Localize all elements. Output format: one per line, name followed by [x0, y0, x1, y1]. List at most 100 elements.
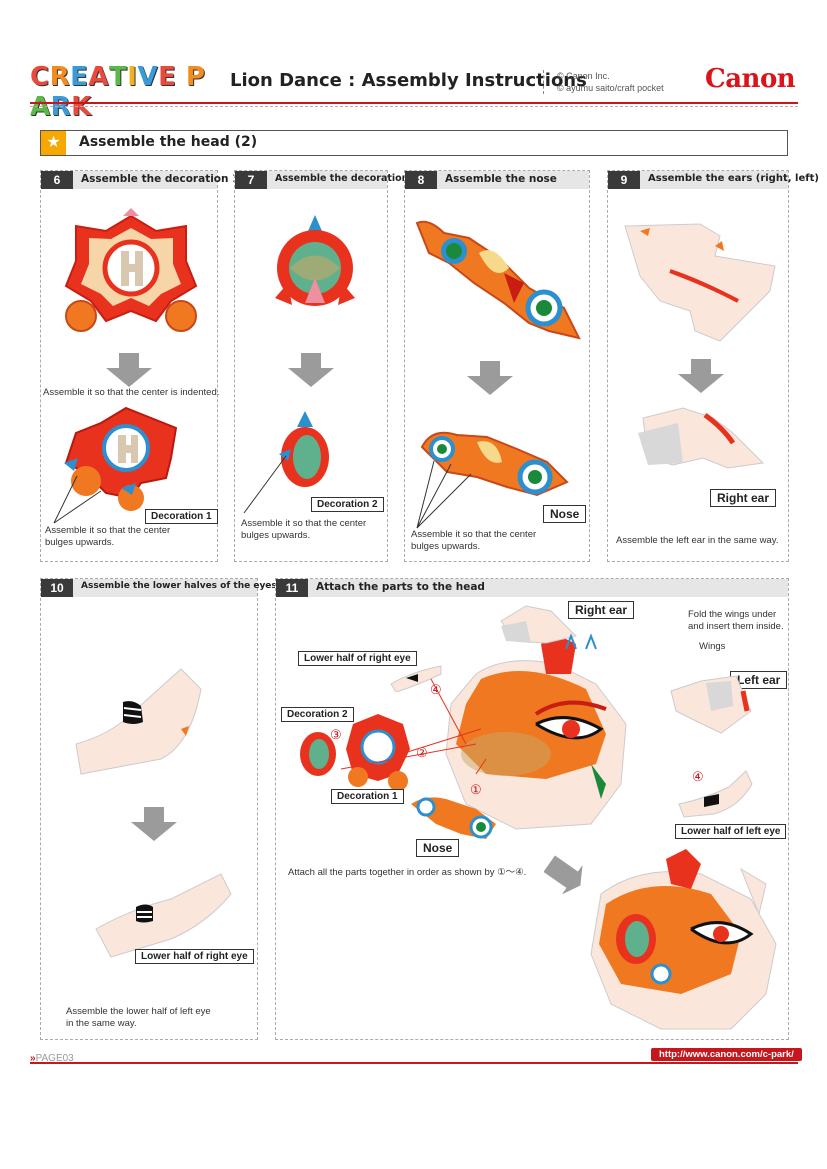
- note-line: Assemble it so that the center: [411, 529, 537, 540]
- logo-letter: A: [88, 62, 110, 92]
- star-icon: ★: [41, 131, 66, 155]
- down-arrow-icon: [678, 359, 724, 393]
- logo-letter: R: [49, 62, 71, 92]
- page-label: PAGE03: [35, 1053, 74, 1064]
- step-7-panel: 7 Assemble the decoration 2 Decoration 2…: [234, 170, 418, 562]
- logo-letter: T: [109, 62, 128, 92]
- footer-url-link[interactable]: http://www.canon.com/c-park/: [651, 1048, 802, 1061]
- header-divider: [30, 102, 798, 104]
- step-11-panel: 11 Attach the parts to the head Right ea…: [275, 578, 789, 1040]
- step-8-panel: 8 Assemble the nose Nose Assemble it so …: [404, 170, 590, 562]
- step-9-note-bottom: Assemble the left ear in the same way.: [616, 535, 779, 546]
- note-line: Assemble it so that the center: [241, 518, 367, 529]
- credit-line-1: © Canon Inc.: [557, 71, 610, 81]
- nose-flat-illustration: [415, 220, 581, 340]
- step-number: 8: [405, 171, 437, 189]
- logo-letter: P: [185, 62, 206, 92]
- canon-logo: Canon: [705, 64, 796, 94]
- note-line: in the same way.: [66, 1018, 137, 1029]
- order-1-label: ①: [470, 782, 482, 797]
- page-title: Lion Dance : Assembly Instructions: [230, 70, 587, 91]
- credit-line-2: © ayumu saito/craft pocket: [557, 83, 664, 93]
- logo-letter: V: [137, 62, 159, 92]
- step-9-panel: 9 Assemble the ears (right, left) Right …: [607, 170, 819, 562]
- step-number: 7: [235, 171, 267, 189]
- lower-right-eye-tag: Lower half of right eye: [298, 651, 417, 666]
- decoration-1-assembled-illustration: [64, 406, 178, 511]
- decoration-1-flat-illustration: [64, 208, 198, 332]
- step-8-header: 8 Assemble the nose: [405, 171, 589, 189]
- note-line: bulges upwards.: [241, 530, 311, 541]
- blue-arrows-icon: [565, 633, 597, 650]
- logo-letter: [176, 62, 186, 92]
- logo-letter: K: [71, 92, 92, 122]
- step-8-note-bottom: Assemble it so that the center bulges up…: [411, 529, 536, 553]
- note-line: Fold the wings under: [688, 609, 777, 620]
- step-number: 10: [41, 579, 73, 597]
- leader-lines: [53, 475, 102, 524]
- decoration-2-tag: Decoration 2: [281, 707, 354, 722]
- down-arrow-icon: [467, 361, 513, 395]
- lion-head-illustration: [445, 634, 627, 830]
- step-9-header: 9 Assemble the ears (right, left): [608, 171, 819, 189]
- ear-flat-illustration: [624, 223, 776, 342]
- note-line: and insert them inside.: [688, 621, 784, 632]
- nose-assembled-illustration: [420, 431, 569, 497]
- diagonal-arrow-icon: [544, 855, 583, 894]
- lower-left-eye-illustration: [678, 770, 753, 818]
- logo-letter: I: [127, 62, 138, 92]
- step-6-note-top: Assemble it so that the center is indent…: [43, 387, 220, 398]
- note-line: Assemble the lower half of left eye: [66, 1006, 211, 1017]
- leader-line: [243, 455, 287, 514]
- step-10-header: 10 Assemble the lower halves of the eyes…: [41, 579, 337, 597]
- logo-letter: E: [158, 62, 177, 92]
- right-ear-tag: Right ear: [568, 601, 635, 619]
- down-arrow-icon: [131, 807, 177, 841]
- step-number: 6: [41, 171, 73, 189]
- page-number: »PAGE03: [30, 1053, 74, 1064]
- order-4-label-right: ④: [692, 769, 704, 784]
- decoration-2-assembled-illustration: [279, 411, 329, 487]
- nose-tag: Nose: [416, 839, 460, 857]
- right-ear-illustration: [500, 605, 577, 644]
- decoration-1-tag: Decoration 1: [145, 509, 218, 524]
- red-leader-lines: [340, 678, 487, 775]
- section-title: Assemble the head (2): [79, 134, 258, 150]
- step-title: Assemble the decoration 2: [275, 173, 419, 184]
- nose-tag: Nose: [543, 505, 587, 523]
- step-title: Assemble the lower halves of the eyes (r…: [81, 581, 337, 591]
- note-line: bulges upwards.: [45, 537, 115, 548]
- step-title: Assemble the nose: [445, 173, 557, 185]
- footer-divider: [30, 1062, 798, 1064]
- page-prefix: »: [30, 1053, 36, 1064]
- step-title: Assemble the decoration 1: [81, 173, 240, 185]
- note-line: bulges upwards.: [411, 541, 481, 552]
- decorations-illustration: [300, 714, 410, 791]
- lower-eye-flat-illustration: [75, 668, 202, 775]
- lower-eye-assembled-illustration: [95, 873, 232, 958]
- right-ear-tag: Right ear: [710, 489, 777, 507]
- creative-park-logo: CREATIVE PARK: [30, 62, 210, 122]
- leader-lines: [416, 460, 472, 529]
- step-11-header: 11 Attach the parts to the head: [276, 579, 788, 597]
- step-10-panel: 10 Assemble the lower halves of the eyes…: [40, 578, 337, 1040]
- lower-right-eye-tag: Lower half of right eye: [135, 949, 254, 964]
- logo-letter: E: [70, 62, 89, 92]
- step-number: 11: [276, 579, 308, 597]
- left-ear-tag: Left ear: [730, 671, 788, 689]
- credit: © Canon Inc. © ayumu saito/craft pocket: [543, 70, 664, 94]
- lower-left-eye-tag: Lower half of left eye: [675, 824, 787, 839]
- wings-note: Fold the wings under and insert them ins…: [688, 609, 784, 633]
- ear-assembled-illustration: [638, 407, 765, 469]
- section-header: ★ Assemble the head (2): [40, 130, 788, 156]
- assembled-lion-head-illustration: [590, 849, 777, 1030]
- down-arrow-icon: [106, 353, 152, 387]
- step-number: 9: [608, 171, 640, 189]
- logo-letter: R: [50, 92, 72, 122]
- note-line: Assemble it so that the center: [45, 525, 171, 536]
- header-divider-dashed: [30, 106, 798, 107]
- step-6-note-bottom: Assemble it so that the center bulges up…: [45, 525, 170, 549]
- step-6-header: 6 Assemble the decoration 1: [41, 171, 239, 189]
- step-title: Assemble the ears (right, left): [648, 173, 819, 184]
- step-7-header: 7 Assemble the decoration 2: [235, 171, 418, 189]
